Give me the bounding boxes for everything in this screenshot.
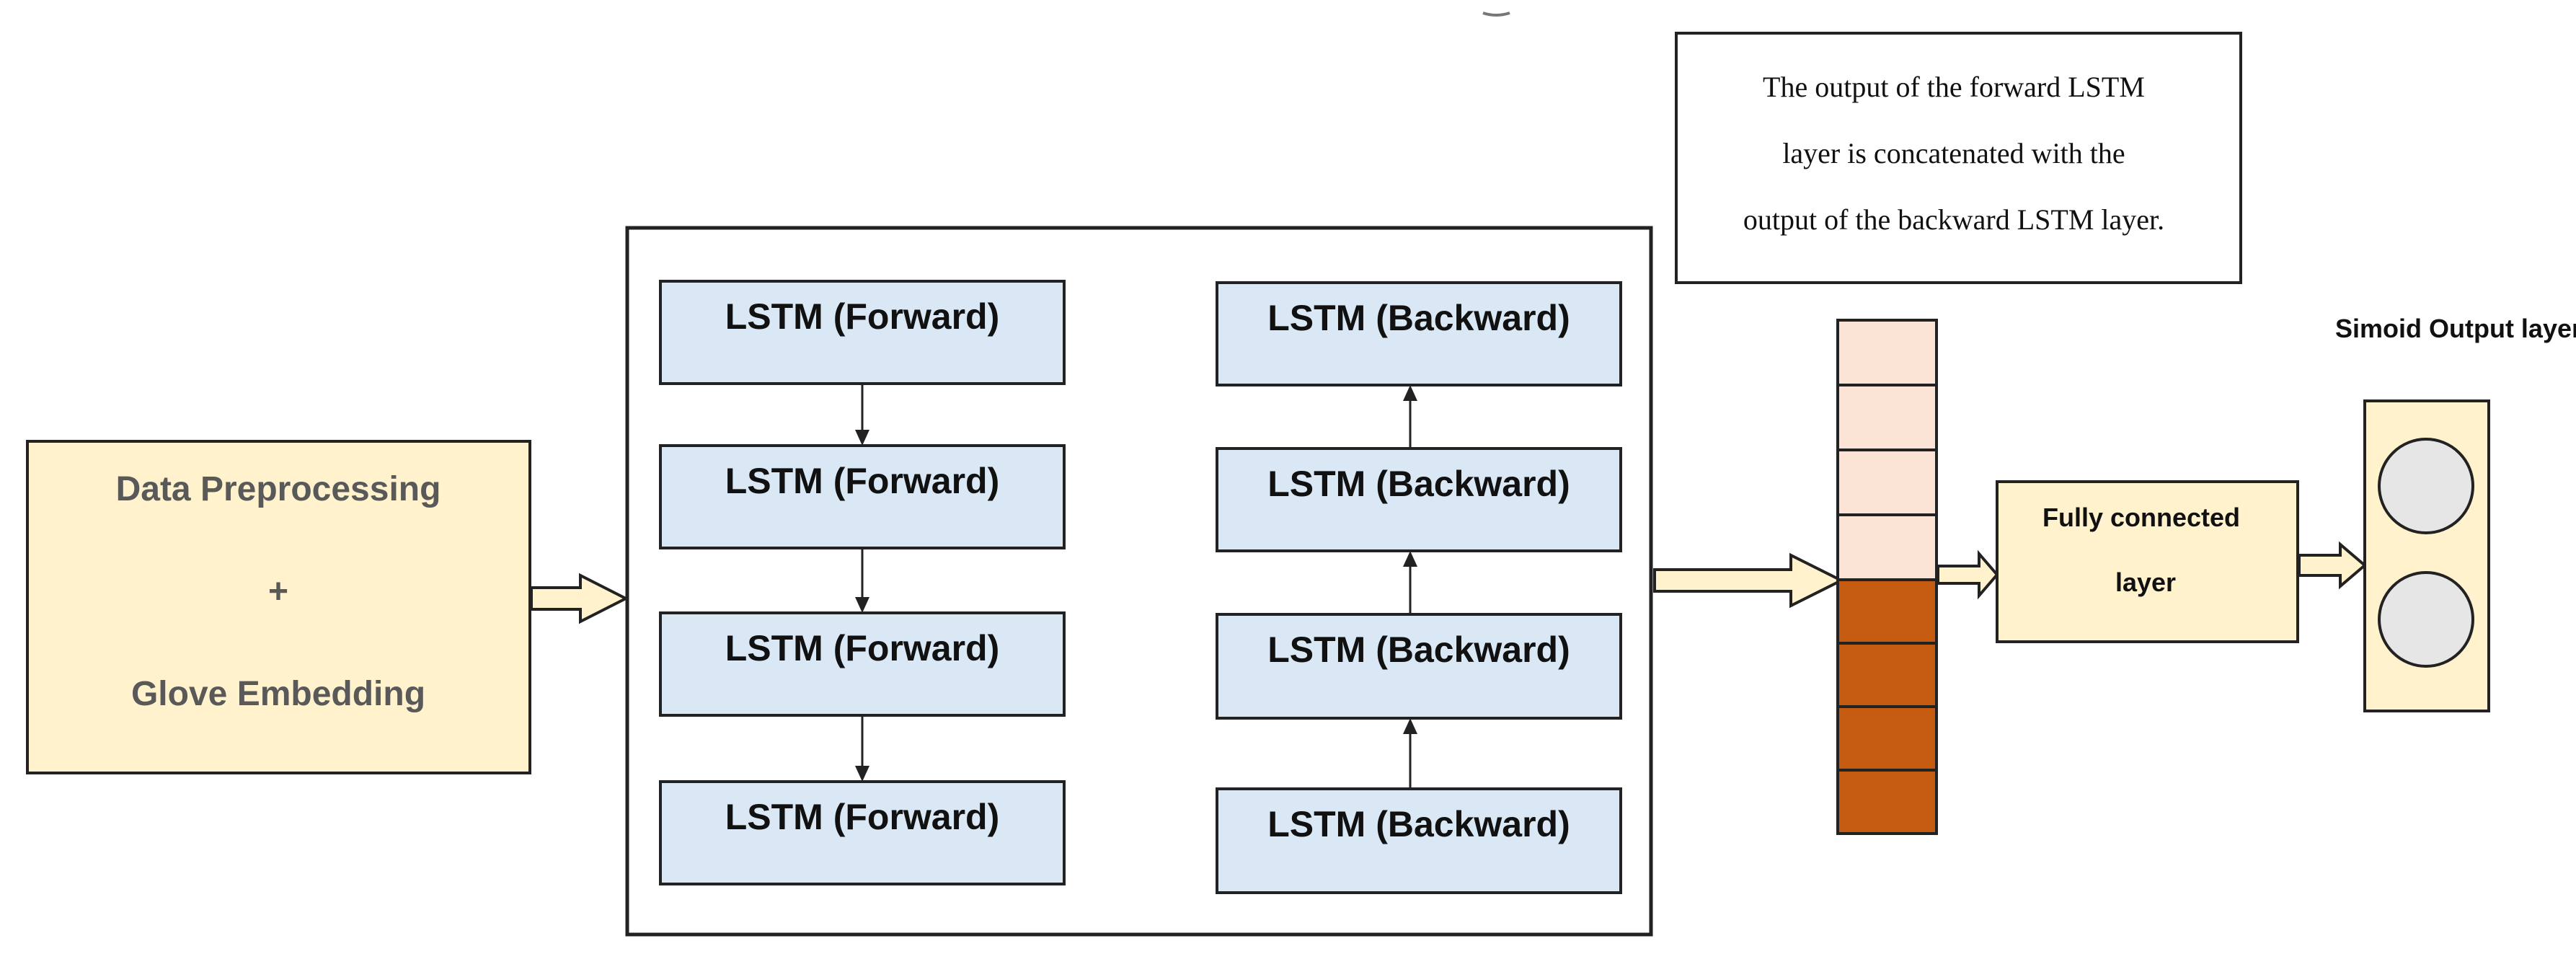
- backward-arrowhead: [1403, 385, 1417, 401]
- vector-cell-forward: [1836, 319, 1938, 386]
- block-arrow-preprocessing-to-lstm: [530, 573, 629, 624]
- embedding-title: Glove Embedding: [131, 675, 425, 713]
- forward-lstm-column: LSTM (Forward) LSTM (Forward) LSTM (Forw…: [659, 280, 1066, 885]
- preprocessing-box: [26, 440, 531, 774]
- lstm-backward-box: [1216, 447, 1622, 552]
- note-line-2: layer is concatenated with the: [1782, 137, 2125, 169]
- top-mark: [1482, 12, 1510, 17]
- lstm-backward-label: LSTM (Backward): [1267, 298, 1570, 338]
- forward-arrowhead: [855, 430, 869, 446]
- vector-cell-forward: [1836, 513, 1938, 581]
- lstm-backward-label: LSTM (Backward): [1267, 629, 1570, 670]
- note-box: [1675, 32, 2242, 284]
- lstm-backward-label: LSTM (Backward): [1267, 804, 1570, 844]
- fully-connected-line-2: layer: [2115, 567, 2176, 597]
- vector-cell-forward: [1836, 449, 1938, 516]
- preprocessing-plus: +: [268, 573, 288, 611]
- forward-arrowhead: [855, 766, 869, 782]
- lstm-forward-box: [659, 611, 1066, 717]
- vector-cell-backward: [1836, 769, 1938, 835]
- vector-cell-backward: [1836, 705, 1938, 772]
- lstm-forward-label: LSTM (Forward): [725, 628, 1000, 668]
- backward-arrowhead: [1403, 718, 1417, 734]
- preprocessing-block: Data Preprocessing + Glove Embedding: [26, 440, 531, 774]
- vector-cell-backward: [1836, 578, 1938, 645]
- backward-arrowhead: [1403, 551, 1417, 567]
- output-layer-title: Simoid Output layer: [2335, 314, 2576, 343]
- preprocessing-title: Data Preprocessing: [116, 470, 441, 508]
- note-line-3: output of the backward LSTM layer.: [1743, 203, 2164, 236]
- vector-cell-backward: [1836, 642, 1938, 708]
- lstm-backward-box: [1216, 613, 1622, 720]
- lstm-forward-label: LSTM (Forward): [725, 461, 1000, 501]
- block-arrow-dense-to-output: [2298, 541, 2368, 590]
- lstm-backward-box: [1216, 281, 1622, 386]
- lstm-forward-box: [659, 780, 1066, 885]
- note-line-1: The output of the forward LSTM: [1763, 71, 2145, 103]
- lstm-forward-label: LSTM (Forward): [725, 797, 1000, 837]
- lstm-forward-box: [659, 280, 1066, 385]
- fully-connected-box: [1996, 480, 2299, 643]
- backward-lstm-column: LSTM (Backward) LSTM (Backward) LSTM (Ba…: [1216, 281, 1622, 894]
- concatenation-note: The output of the forward LSTM layer is …: [1675, 32, 2242, 284]
- forward-arrowhead: [855, 597, 869, 613]
- sigmoid-output-block: Simoid Output layer: [2335, 314, 2576, 712]
- fully-connected-block: Fully connected layer: [1996, 480, 2299, 643]
- output-node: [2378, 438, 2474, 534]
- block-arrow-vector-to-dense: [1937, 549, 1999, 600]
- block-arrow-lstm-to-vector: [1653, 552, 1845, 609]
- lstm-backward-label: LSTM (Backward): [1267, 464, 1570, 504]
- vector-cell-forward: [1836, 384, 1938, 451]
- fully-connected-line-1: Fully connected: [2042, 503, 2240, 532]
- lstm-forward-label: LSTM (Forward): [725, 296, 1000, 337]
- concatenated-vector: [1836, 319, 1938, 835]
- lstm-backward-box: [1216, 787, 1622, 894]
- output-node: [2378, 571, 2474, 668]
